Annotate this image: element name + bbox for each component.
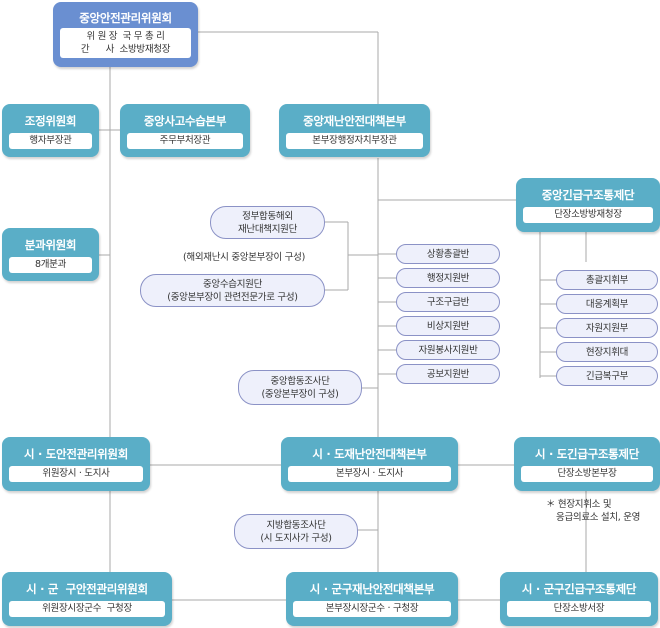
provincial-disaster-hq-sub: 본부장시 · 도지사 [288, 466, 451, 482]
center-unit: 구조구급반 [396, 292, 500, 312]
provincial-safety-committee-title: 시 · 도안전관리위원회 [24, 447, 128, 461]
central-rescue-control-sub: 단장소방방재청장 [523, 207, 653, 223]
provincial-rescue-control: 시 · 도긴급구조통제단 단장소방본부장 [514, 437, 660, 491]
provincial-safety-committee: 시 · 도안전관리위원회 위원장시 · 도지사 [2, 437, 150, 491]
rescue-note-line1: ＊ 현장지휘소 및 [546, 499, 612, 510]
overseas-support-group: 정부합동해외 재난대책지원단 [210, 206, 325, 239]
central-accident-hq-title: 중앙사고수습본부 [143, 114, 227, 128]
central-investigation-group: 중앙합동조사단 (중앙본부장이 구성) [238, 370, 362, 405]
central-accident-hq: 중앙사고수습본부 주무부처장관 [120, 104, 250, 157]
coordination-committee-title: 조정위원회 [24, 114, 77, 128]
local-investigation-group-line2: (시 도지사가 구성) [260, 532, 332, 544]
local-safety-committee-sub: 위원장시장군수 구청장 [9, 601, 165, 617]
local-investigation-group-line1: 지방합동조사단 [266, 519, 326, 531]
coordination-committee: 조정위원회 행자부장관 [2, 104, 99, 157]
central-safety-committee-title: 중앙안전관리위원회 [79, 11, 172, 25]
overseas-support-group-line2: 재난대책지원단 [237, 223, 298, 235]
rescue-unit: 긴급복구부 [556, 366, 658, 386]
overseas-note: (해외재난시 중앙본부장이 구성) [183, 252, 305, 263]
secretary-line: 간 사 소방방재청장 [80, 44, 171, 55]
rescue-note-line2: 응급의료소 설치, 운영 [556, 512, 641, 523]
center-unit: 행정지원반 [396, 268, 500, 288]
center-unit: 공보지원반 [396, 364, 500, 384]
central-safety-committee: 중앙안전관리위원회 위 원 장 국 무 총 리 간 사 소방방재청장 [53, 2, 198, 67]
subcommittee-title: 분과위원회 [24, 238, 77, 252]
coordination-committee-sub: 행자부장관 [9, 133, 92, 149]
central-recovery-support-group-line2: (중앙본부장이 관련전문가로 구성) [167, 291, 298, 303]
central-recovery-support-group-line1: 중앙수습지원단 [202, 278, 263, 290]
rescue-unit: 대응계획부 [556, 294, 658, 314]
center-unit: 비상지원반 [396, 316, 500, 336]
central-investigation-group-line2: (중앙본부장이 구성) [261, 388, 339, 400]
local-safety-committee-title: 시 · 군 구안전관리위원회 [26, 582, 148, 596]
rescue-note: ＊ 현장지휘소 및 응급의료소 설치, 운영 [546, 498, 640, 524]
center-unit: 상황총괄반 [396, 244, 500, 264]
local-rescue-control-title: 시 · 군구긴급구조통제단 [521, 582, 637, 596]
local-rescue-control: 시 · 군구긴급구조통제단 단장소방서장 [500, 572, 658, 626]
provincial-rescue-control-title: 시 · 도긴급구조통제단 [535, 447, 639, 461]
provincial-disaster-hq-title: 시 · 도재난안전대책본부 [312, 447, 427, 461]
subcommittee-sub: 8개분과 [9, 257, 92, 273]
overseas-support-group-line1: 정부합동해외 [242, 210, 293, 222]
provincial-safety-committee-sub: 위원장시 · 도지사 [9, 466, 143, 482]
local-investigation-group: 지방합동조사단 (시 도지사가 구성) [234, 514, 358, 549]
central-accident-hq-sub: 주무부처장관 [127, 133, 243, 149]
central-rescue-control-title: 중앙긴급구조통제단 [541, 188, 635, 202]
central-disaster-hq: 중앙재난안전대책본부 본부장행정자치부장관 [279, 104, 430, 157]
rescue-unit: 현장지휘대 [556, 342, 658, 362]
central-rescue-control: 중앙긴급구조통제단 단장소방방재청장 [516, 178, 660, 232]
chair-line: 위 원 장 국 무 총 리 [86, 31, 165, 42]
local-rescue-control-sub: 단장소방서장 [507, 601, 651, 617]
provincial-disaster-hq: 시 · 도재난안전대책본부 본부장시 · 도지사 [281, 437, 458, 491]
local-disaster-hq-title: 시 · 군구재난안전대책본부 [309, 582, 435, 596]
central-recovery-support-group: 중앙수습지원단 (중앙본부장이 관련전문가로 구성) [140, 274, 325, 307]
local-disaster-hq: 시 · 군구재난안전대책본부 본부장시장군수 · 구청장 [286, 572, 458, 626]
local-safety-committee: 시 · 군 구안전관리위원회 위원장시장군수 구청장 [2, 572, 172, 626]
central-disaster-hq-title: 중앙재난안전대책본부 [303, 114, 406, 128]
rescue-unit: 총괄지휘부 [556, 270, 658, 290]
center-unit: 자원봉사지원반 [396, 340, 500, 360]
central-investigation-group-line1: 중앙합동조사단 [270, 375, 330, 387]
local-disaster-hq-sub: 본부장시장군수 · 구청장 [293, 601, 451, 617]
central-safety-committee-members: 위 원 장 국 무 총 리 간 사 소방방재청장 [60, 28, 191, 58]
central-disaster-hq-sub: 본부장행정자치부장관 [286, 133, 423, 149]
subcommittee: 분과위원회 8개분과 [2, 228, 99, 281]
provincial-rescue-control-sub: 단장소방본부장 [521, 466, 653, 482]
rescue-unit: 자원지원부 [556, 318, 658, 338]
